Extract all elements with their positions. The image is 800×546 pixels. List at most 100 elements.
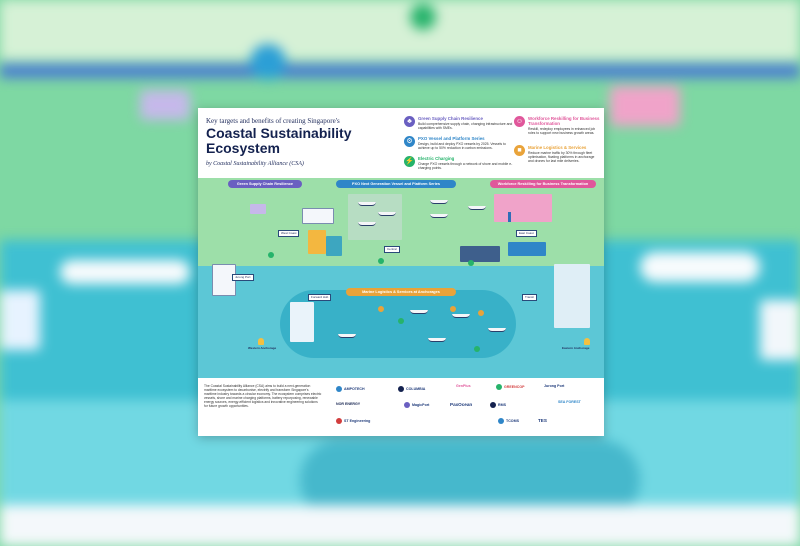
bg-label-left: [60, 260, 190, 284]
infographic-title: Coastal Sustainability Ecosystem: [206, 125, 352, 156]
bg-band: [0, 64, 800, 78]
boat-icon: [358, 222, 376, 226]
label-transit: Transit: [522, 294, 538, 301]
logo-text: RMS: [498, 402, 506, 407]
partner-logo: PaxOcean: [450, 402, 472, 407]
feature-heading: Workforce Reskilling for Business Transf…: [528, 116, 600, 126]
factory-building: [302, 208, 334, 224]
bg-purple-building: [140, 90, 190, 120]
feature-heading: PXO Vessel and Platform Series: [418, 136, 485, 141]
infographic-byline: by Coastal Sustainability Alliance (CSA): [206, 161, 304, 167]
partner-logo: MagicPort: [404, 402, 429, 408]
banner-logistics: Marine Logistics & Services at Anchorage…: [346, 288, 456, 296]
logo-icon: [336, 418, 342, 424]
partner-logo: RMS: [490, 402, 506, 408]
banner-green: Green Supply Chain Resilience: [228, 180, 302, 188]
feature-body: Reskill, redeploy employees in enhanced …: [528, 127, 596, 135]
bg-circle-icon: [250, 44, 286, 80]
east-offshore-platform: [554, 264, 590, 328]
warehouse-building: [250, 204, 266, 214]
partner-logo: COLUMBIA: [398, 386, 425, 392]
charging-point-icon: [474, 346, 480, 352]
partner-logo: SEA FOREST: [558, 400, 581, 404]
logistics-node-icon: [378, 306, 384, 312]
bg-header: [0, 0, 800, 60]
label-east-coast: East Coast: [516, 230, 537, 237]
boat-icon: [430, 200, 448, 204]
feature-heading: Electric Charging: [418, 156, 455, 161]
logo-text: NOR ENERGY: [336, 402, 361, 406]
partner-logo: GREENCOP: [496, 384, 525, 390]
bg-label-right: [640, 252, 760, 282]
crane-tower: [508, 212, 511, 222]
training-building: [494, 194, 552, 222]
boat-icon: [488, 328, 506, 332]
lightning-icon: ⚡: [404, 156, 415, 167]
boat-icon: [410, 310, 428, 314]
label-jurong-port: Jurong Port: [232, 274, 254, 281]
bulb-icon: [258, 338, 264, 345]
charging-point-icon: [468, 260, 474, 266]
boat-icon: [358, 202, 376, 206]
footer-description: The Coastal Sustainability Alliance (CSA…: [204, 384, 322, 409]
boat-icon: [338, 334, 356, 338]
partner-logo: ST Engineering: [336, 418, 370, 424]
infographic-footer: The Coastal Sustainability Alliance (CSA…: [198, 378, 604, 436]
infographic-card: Key targets and benefits of creating Sin…: [198, 108, 604, 436]
gear-icon: ⚙: [404, 136, 415, 147]
partner-logo: GenPlus: [456, 384, 471, 388]
partner-logo: Jurong Port: [544, 384, 564, 388]
people-icon: ☺: [514, 116, 525, 127]
infographic-subtitle: Key targets and benefits of creating Sin…: [206, 117, 340, 125]
infographic-header: Key targets and benefits of creating Sin…: [198, 108, 604, 178]
logo-icon: [490, 402, 496, 408]
east-building: [508, 242, 546, 256]
partner-logo: AMPOTECH: [336, 386, 365, 392]
label-central: Central: [384, 246, 400, 253]
logo-text: SEA FOREST: [558, 400, 581, 404]
logo-text: TES: [538, 418, 547, 423]
banner-workforce: Workforce Reskilling for Business Transf…: [490, 180, 596, 188]
bg-right-building: [760, 300, 800, 360]
partner-logo: NOR ENERGY: [336, 402, 360, 406]
logo-icon: [496, 384, 502, 390]
partner-logo: TCOMS: [498, 418, 519, 424]
boat-icon: [452, 314, 470, 318]
boat-icon: [468, 206, 486, 210]
banner-pxo: PXO Next Generation Vessel and Platform …: [336, 180, 456, 188]
containers: [326, 236, 342, 256]
partner-logo: TES: [538, 418, 547, 423]
label-eastern-anchorage: Eastern Anchorage: [562, 346, 590, 350]
logo-text: GREENCOP: [504, 384, 525, 389]
feature-heading: Green Supply Chain Resilience: [418, 116, 483, 121]
logo-text: PaxOcean: [450, 402, 473, 407]
east-terminal: [460, 246, 500, 262]
leaf-icon: ♣: [404, 116, 415, 127]
logo-text: Jurong Port: [544, 384, 565, 388]
feature-body: Design, build and deploy PXO vessels by …: [418, 142, 506, 150]
logo-text: AMPOTECH: [344, 386, 365, 391]
label-forward-hub: Forward Hub: [308, 294, 332, 301]
logo-icon: [336, 386, 342, 392]
forward-hub-platform: [290, 302, 314, 342]
ecosystem-map: Green Supply Chain Resilience PXO Next G…: [198, 178, 604, 378]
label-west-coast: West Coast: [278, 230, 300, 237]
logo-text: MagicPort: [412, 402, 430, 407]
feature-body: Charge PXO vessels through a network of …: [418, 162, 513, 170]
bg-circle-icon-2: [410, 4, 436, 30]
charging-point-icon: [268, 252, 274, 258]
logo-icon: [498, 418, 504, 424]
label-western-anchorage: Western Anchorage: [248, 346, 277, 350]
bg-left-building: [0, 290, 40, 350]
logo-icon: [404, 402, 410, 408]
feature-body: Reduce marine traffic by 30% through fle…: [528, 151, 595, 163]
logistics-node-icon: [450, 306, 456, 312]
logo-icon: [398, 386, 404, 392]
logo-text: GenPlus: [456, 384, 471, 388]
boat-icon: [378, 212, 396, 216]
vessel-panel: [348, 194, 402, 240]
bg-pink-building: [610, 86, 680, 126]
boat-icon: [428, 338, 446, 342]
bulb-icon: [584, 338, 590, 345]
feature-heading: Marine Logistics & Services: [528, 145, 587, 150]
